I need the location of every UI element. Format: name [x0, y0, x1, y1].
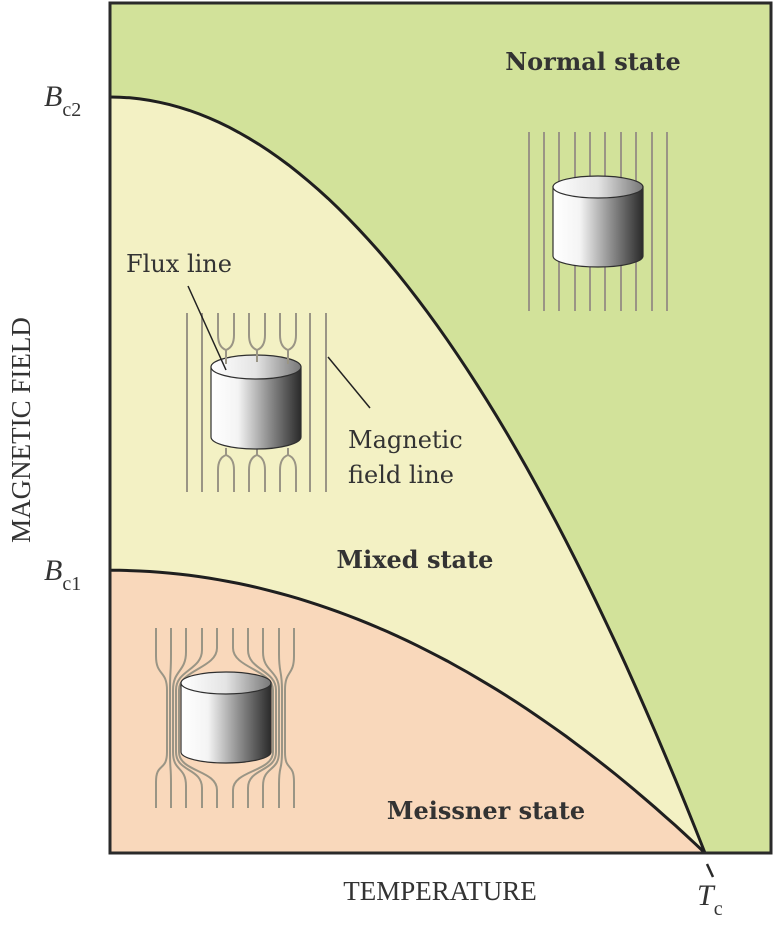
meissner-cylinder — [180, 671, 272, 764]
plot-frame — [108, 1, 773, 855]
tc-tick — [705, 863, 715, 878]
mixed-state-label: Mixed state — [337, 545, 494, 574]
cylinder-body — [552, 186, 644, 268]
magnetic-field-line — [247, 628, 277, 808]
flux-line-leader — [187, 285, 227, 371]
cylinder-top — [552, 175, 644, 199]
flux-line-stems — [225, 350, 289, 364]
magnetic-field-line-label-2: field line — [348, 461, 454, 489]
magnetic-field-line-label-1: Magnetic — [348, 426, 463, 454]
tc-label: Tc — [697, 879, 723, 920]
magnetic-field-line — [172, 628, 187, 808]
bc1-label: Bc1 — [44, 554, 81, 595]
meissner-state-illustration — [155, 628, 295, 808]
y-axis-label: MAGNETIC FIELD — [6, 317, 36, 543]
cylinder-body — [210, 366, 302, 450]
meissner-state-region — [110, 570, 705, 853]
magnetic-field-line — [232, 628, 274, 808]
magnetic-field-line — [155, 628, 168, 808]
magnetic-field-line — [169, 628, 172, 808]
magnetic-field-line — [262, 628, 280, 808]
magnetic-field-line — [175, 628, 203, 808]
meissner-field-lines — [155, 628, 295, 808]
bc2-critical-curve — [109, 95, 707, 854]
magnetic-field-line-leader — [327, 356, 371, 409]
magnetic-field-line — [178, 628, 218, 808]
mixed-field-lines — [186, 313, 327, 492]
cylinder-body — [180, 682, 272, 764]
mixed-state-illustration — [186, 285, 371, 492]
bc1-critical-curve — [110, 568, 707, 855]
x-axis-label: TEMPERATURE — [343, 876, 537, 906]
normal-state-label: Normal state — [505, 47, 681, 76]
meissner-state-label: Meissner state — [387, 796, 585, 825]
mixed-cylinder — [210, 354, 302, 450]
flux-line-label: Flux line — [126, 250, 232, 278]
magnetic-field-line — [284, 628, 295, 808]
normal-cylinder — [552, 175, 644, 268]
cylinder-top — [180, 671, 272, 695]
bc2-label: Bc2 — [44, 80, 81, 121]
magnetic-field-line — [278, 628, 283, 808]
normal-state-illustration — [528, 132, 668, 311]
